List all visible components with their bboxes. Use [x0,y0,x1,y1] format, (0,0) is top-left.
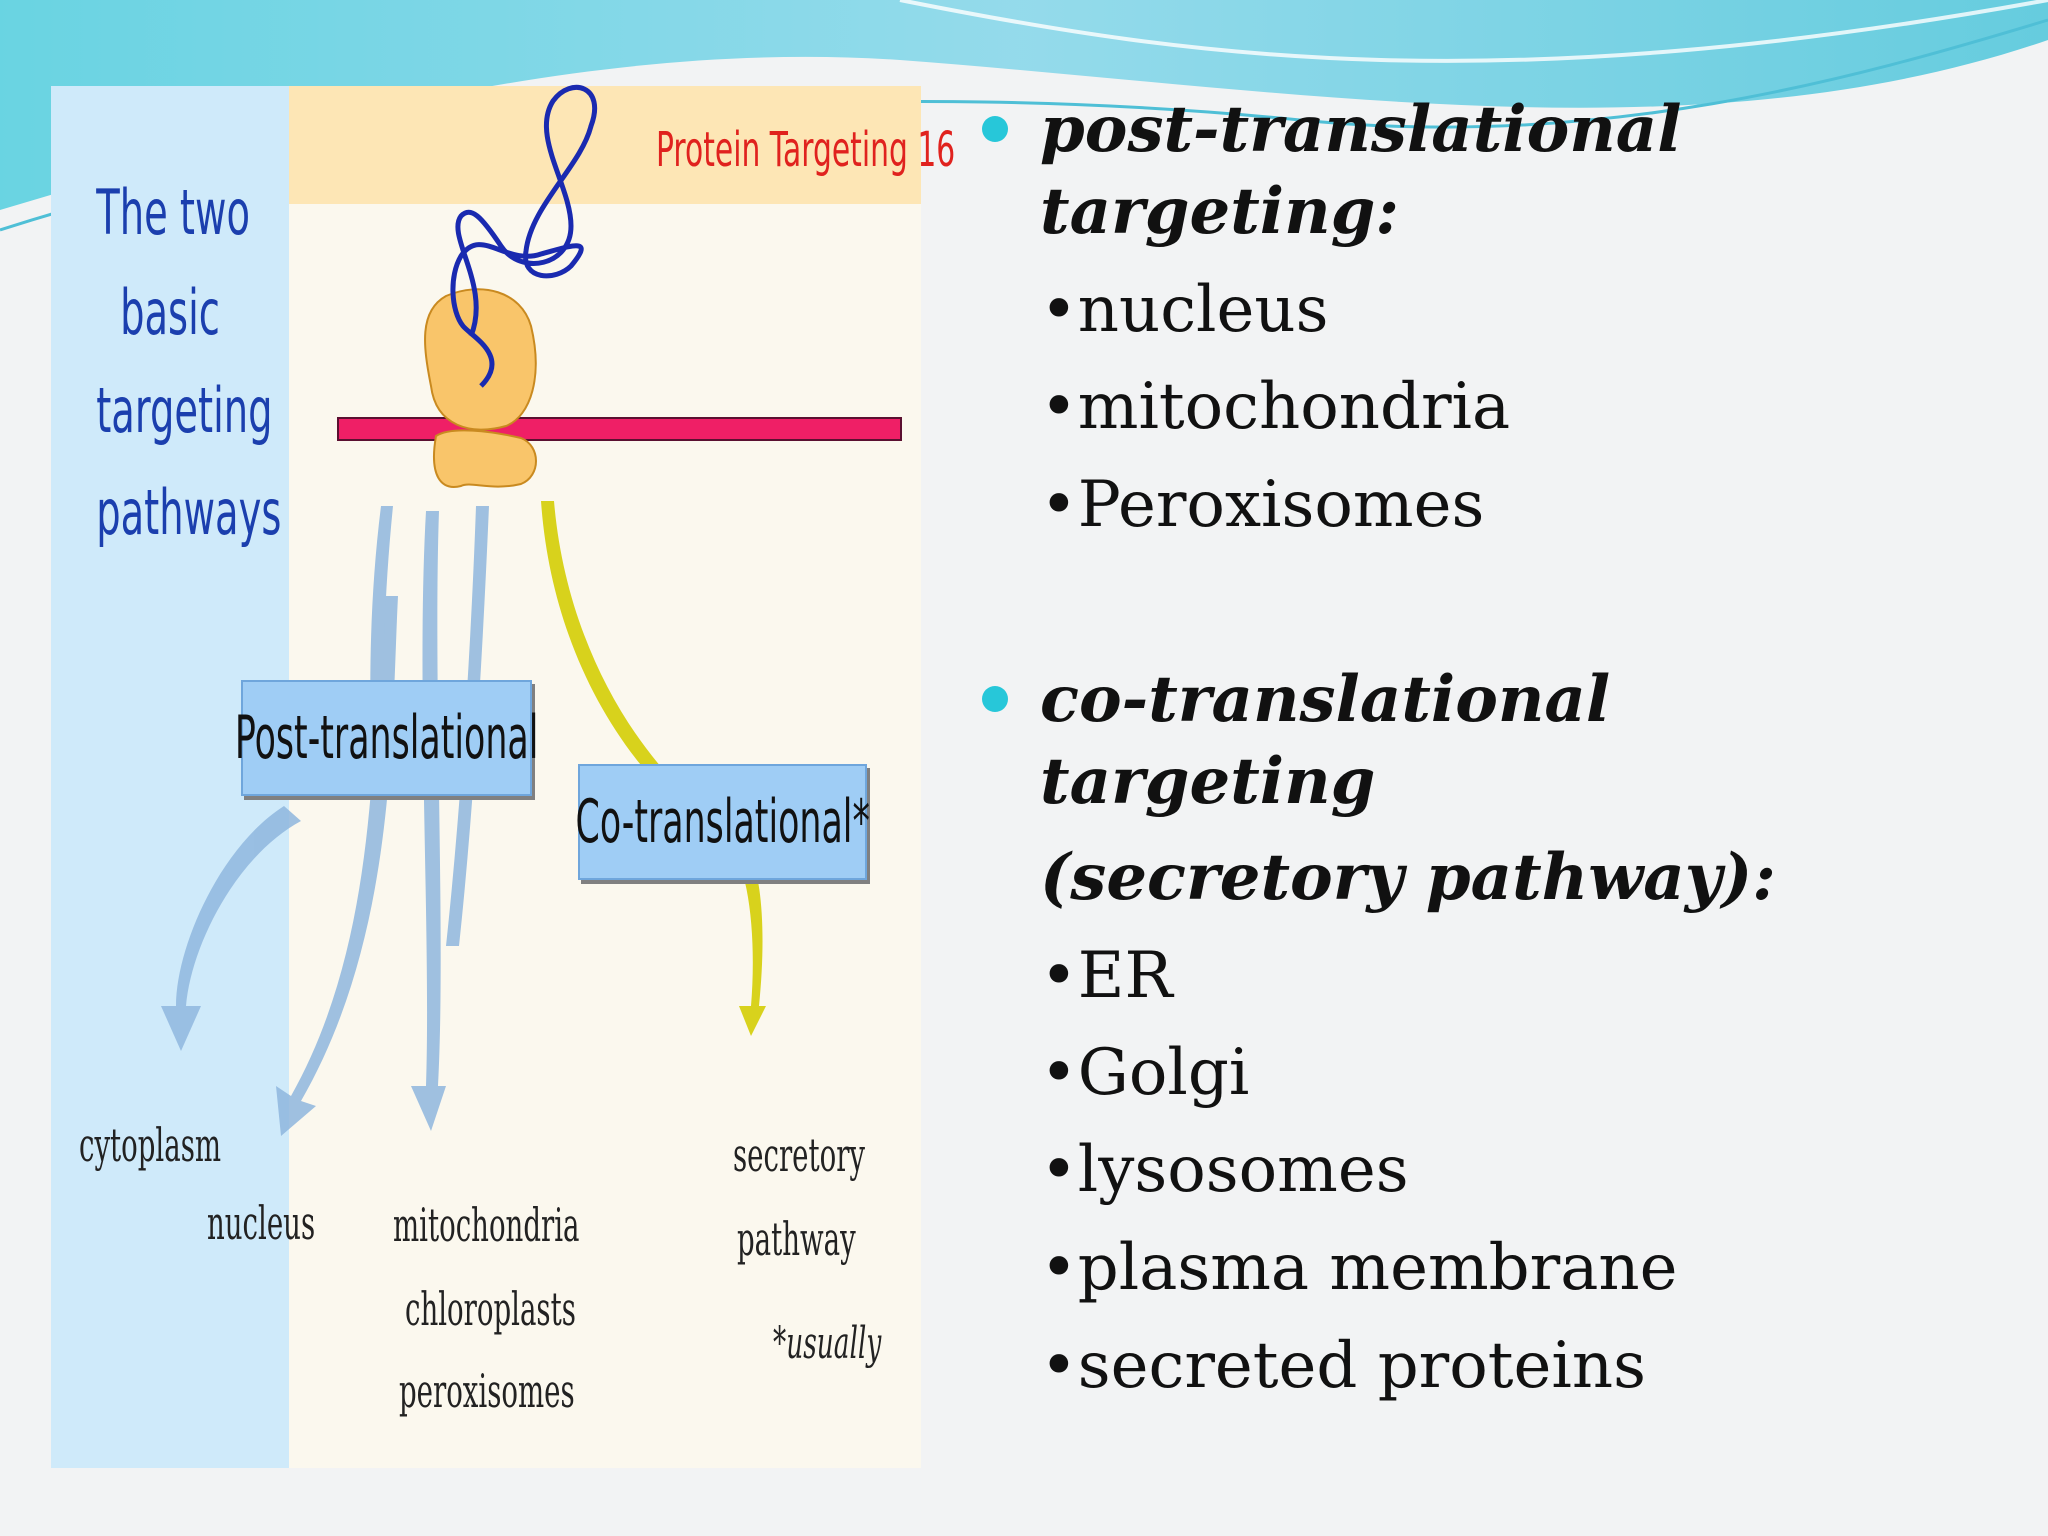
side-title-line-1: The two [96,176,250,249]
post-translational-box: Post-translational [235,680,538,796]
arrow-to-nucleus [276,596,398,1136]
arrow-to-cytoplasm [161,806,301,1051]
co-item-er: •ER [1040,939,1173,1013]
side-title-line-2: basic [120,276,220,349]
dest-chloroplasts: chloroplasts [405,1282,576,1336]
co-translational-box: Co-translational* [575,764,870,880]
co-heading-line-2: targeting [1040,744,1376,819]
dest-peroxisomes: peroxisomes [399,1364,575,1418]
co-item-secreted-proteins: •secreted proteins [1040,1329,1646,1403]
bullet-dot-post [982,116,1008,142]
footnote-usually: *usually [773,1318,882,1369]
arrow-to-mitochondria [411,511,446,1131]
dest-secretory-line-1: secretory [733,1128,865,1182]
co-subheading: (secretory pathway): [1040,840,1776,915]
post-arrows [161,506,489,1136]
side-title-line-3: targeting [96,374,273,447]
targeting-diagram: Protein Targeting 16 The two basic targe… [51,84,955,1468]
co-translational-box-label: Co-translational* [575,787,870,857]
ribosome [424,288,537,488]
bullet-dot-co [982,686,1008,712]
co-heading-line-1: co-translational [1040,662,1611,737]
post-item-nucleus: •nucleus [1040,273,1329,347]
side-title-line-4: pathways [96,476,282,549]
diagram-header-label: Protein Targeting 16 [656,122,956,178]
co-item-golgi: •Golgi [1040,1036,1250,1110]
post-item-mitochondria: •mitochondria [1040,370,1511,444]
arrow-from-ribosome-1 [370,506,393,736]
dest-cytoplasm: cytoplasm [79,1118,222,1172]
header-band [289,86,921,204]
dest-secretory-line-2: pathway [737,1212,856,1266]
post-heading-line-2: targeting: [1040,174,1399,249]
dest-nucleus: nucleus [207,1196,316,1250]
dest-mitochondria: mitochondria [393,1198,580,1252]
co-item-lysosomes: •lysosomes [1040,1133,1409,1207]
post-translational-box-label: Post-translational [234,703,539,773]
membrane-bar [337,417,902,441]
polypeptide-chain [450,84,598,388]
post-item-peroxisomes: •Peroxisomes [1040,468,1485,542]
co-item-plasma-membrane: •plasma membrane [1040,1231,1678,1305]
post-heading-line-1: post-translational [1040,92,1682,167]
